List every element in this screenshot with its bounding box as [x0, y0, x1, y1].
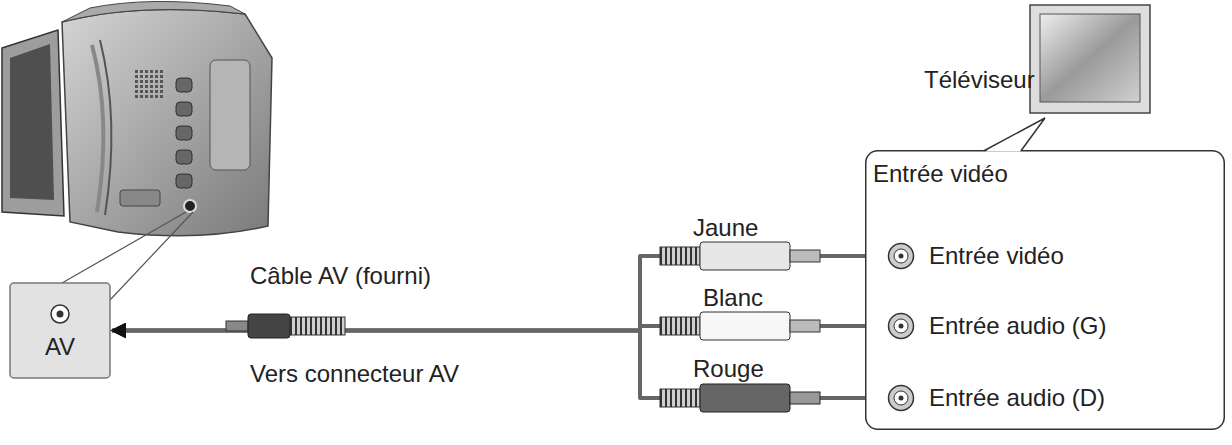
input-jack: Entrée audio (D): [887, 383, 1110, 413]
plug-color-label: Blanc: [703, 284, 763, 312]
input-jack: Entrée vidéo: [887, 241, 1068, 271]
input-name: Entrée audio (G): [929, 312, 1106, 340]
panel-heading: Entrée vidéo: [873, 160, 1008, 188]
television: [1030, 5, 1150, 113]
input-jack: Entrée audio (G): [887, 311, 1111, 341]
av-plug: [226, 314, 345, 338]
cable-label: Vers connecteur AV: [250, 360, 459, 388]
rca-plugs: [660, 242, 820, 412]
plug-color-label: Rouge: [693, 355, 764, 383]
jack-symbol: [887, 312, 915, 340]
jack-symbol: [887, 242, 915, 270]
device-label: Téléviseur: [924, 66, 1035, 94]
input-name: Entrée vidéo: [929, 242, 1064, 270]
camcorder: [2, 1, 272, 300]
av-jack: [51, 305, 69, 323]
input-panel: Entrée vidéoEntrée vidéoEntrée audio (G)…: [865, 150, 1225, 430]
cable-label: Câble AV (fourni): [250, 262, 431, 290]
input-name: Entrée audio (D): [929, 384, 1105, 412]
jack-symbol: [887, 384, 915, 412]
plug-color-label: Jaune: [693, 214, 758, 242]
inset-box: [10, 283, 110, 378]
connector-name: AV: [10, 333, 110, 361]
av-connector-box: AV: [10, 283, 110, 378]
